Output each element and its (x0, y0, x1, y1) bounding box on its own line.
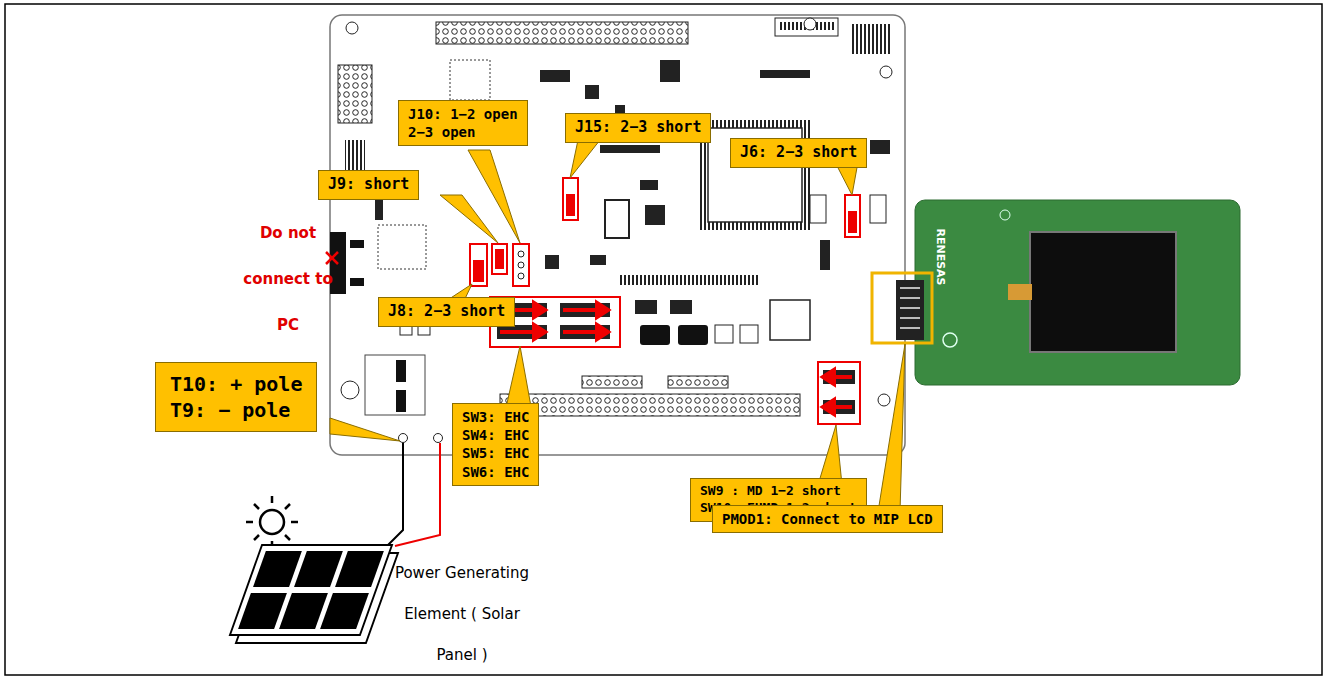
callout-text: SW9 : MD 1−2 short (700, 483, 857, 500)
callout-box: PMOD1: Connect to MIP LCD (712, 505, 943, 533)
callout-box: J8: 2−3 short (378, 297, 515, 327)
callout-text: SW6: EHC (462, 463, 529, 481)
callout-box: J10: 1−2 open2−3 open (398, 100, 528, 146)
callout-box: SW3: EHCSW4: EHCSW5: EHCSW6: EHC (452, 403, 539, 486)
callout-text: PMOD1: Connect to MIP LCD (722, 510, 933, 528)
callout-text: T10: + pole (170, 371, 302, 397)
callout-text: SW4: EHC (462, 426, 529, 444)
callout-text: J6: 2−3 short (740, 143, 857, 163)
callout-text: J15: 2−3 short (575, 118, 701, 138)
callout-text: J9: short (328, 175, 409, 195)
callout-text: 2−3 open (408, 123, 518, 141)
callout-box: J15: 2−3 short (565, 113, 711, 143)
callout-text: J8: 2−3 short (388, 302, 505, 322)
callout-box: T10: + poleT9: − pole (155, 362, 317, 432)
callout-box: J9: short (318, 170, 419, 200)
callout-text: SW3: EHC (462, 408, 529, 426)
callout-text: SW5: EHC (462, 444, 529, 462)
callout-box: J6: 2−3 short (730, 138, 867, 168)
note-label: Do not connect to PC (232, 210, 344, 348)
callout-text: J10: 1−2 open (408, 105, 518, 123)
note-label: Power Generating Element ( Solar Panel ) (384, 553, 540, 676)
brand-label: RENESAS (933, 217, 947, 297)
callout-text: T9: − pole (170, 397, 302, 423)
